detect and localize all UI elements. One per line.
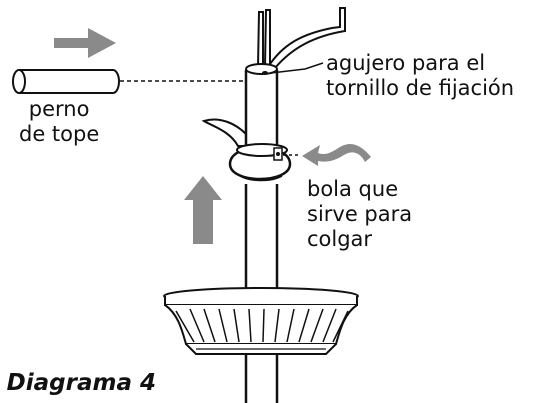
canopy — [163, 287, 359, 355]
stop-pin — [12, 69, 120, 94]
hanger-ball-label: bola que sirve para colgar — [307, 177, 412, 252]
wires — [257, 7, 346, 69]
hanger-ball-label-line-3: colgar — [307, 227, 373, 251]
diagram-caption-text: Diagrama 4 — [6, 370, 156, 396]
hanger-ball-label-line-1: bola que — [307, 177, 399, 201]
diagram-caption: Diagrama 4 — [0, 368, 160, 398]
curved-arrow-icon — [302, 143, 371, 166]
stop-pin-label: perno de tope — [19, 97, 99, 147]
set-screw-hole-label: agujero para el tornillo de fijación — [326, 51, 514, 101]
set-screw-hole — [262, 71, 268, 75]
ground-wire — [201, 118, 247, 147]
hanger-ball — [228, 143, 292, 182]
downrod-lower — [244, 354, 279, 403]
downrod — [244, 63, 279, 299]
hanger-ball-label-line-2: sirve para — [307, 202, 413, 226]
stop-pin-label-line-1: perno — [28, 97, 90, 121]
hole-leader-line — [270, 62, 324, 74]
right-arrow-icon — [54, 28, 116, 58]
set-screw-hole-label-line-2: tornillo de fijación — [326, 76, 515, 100]
stop-pin-label-line-2: de tope — [19, 122, 100, 146]
set-screw-hole-label-line-1: agujero para el — [326, 51, 486, 75]
up-arrow-icon — [184, 176, 222, 244]
